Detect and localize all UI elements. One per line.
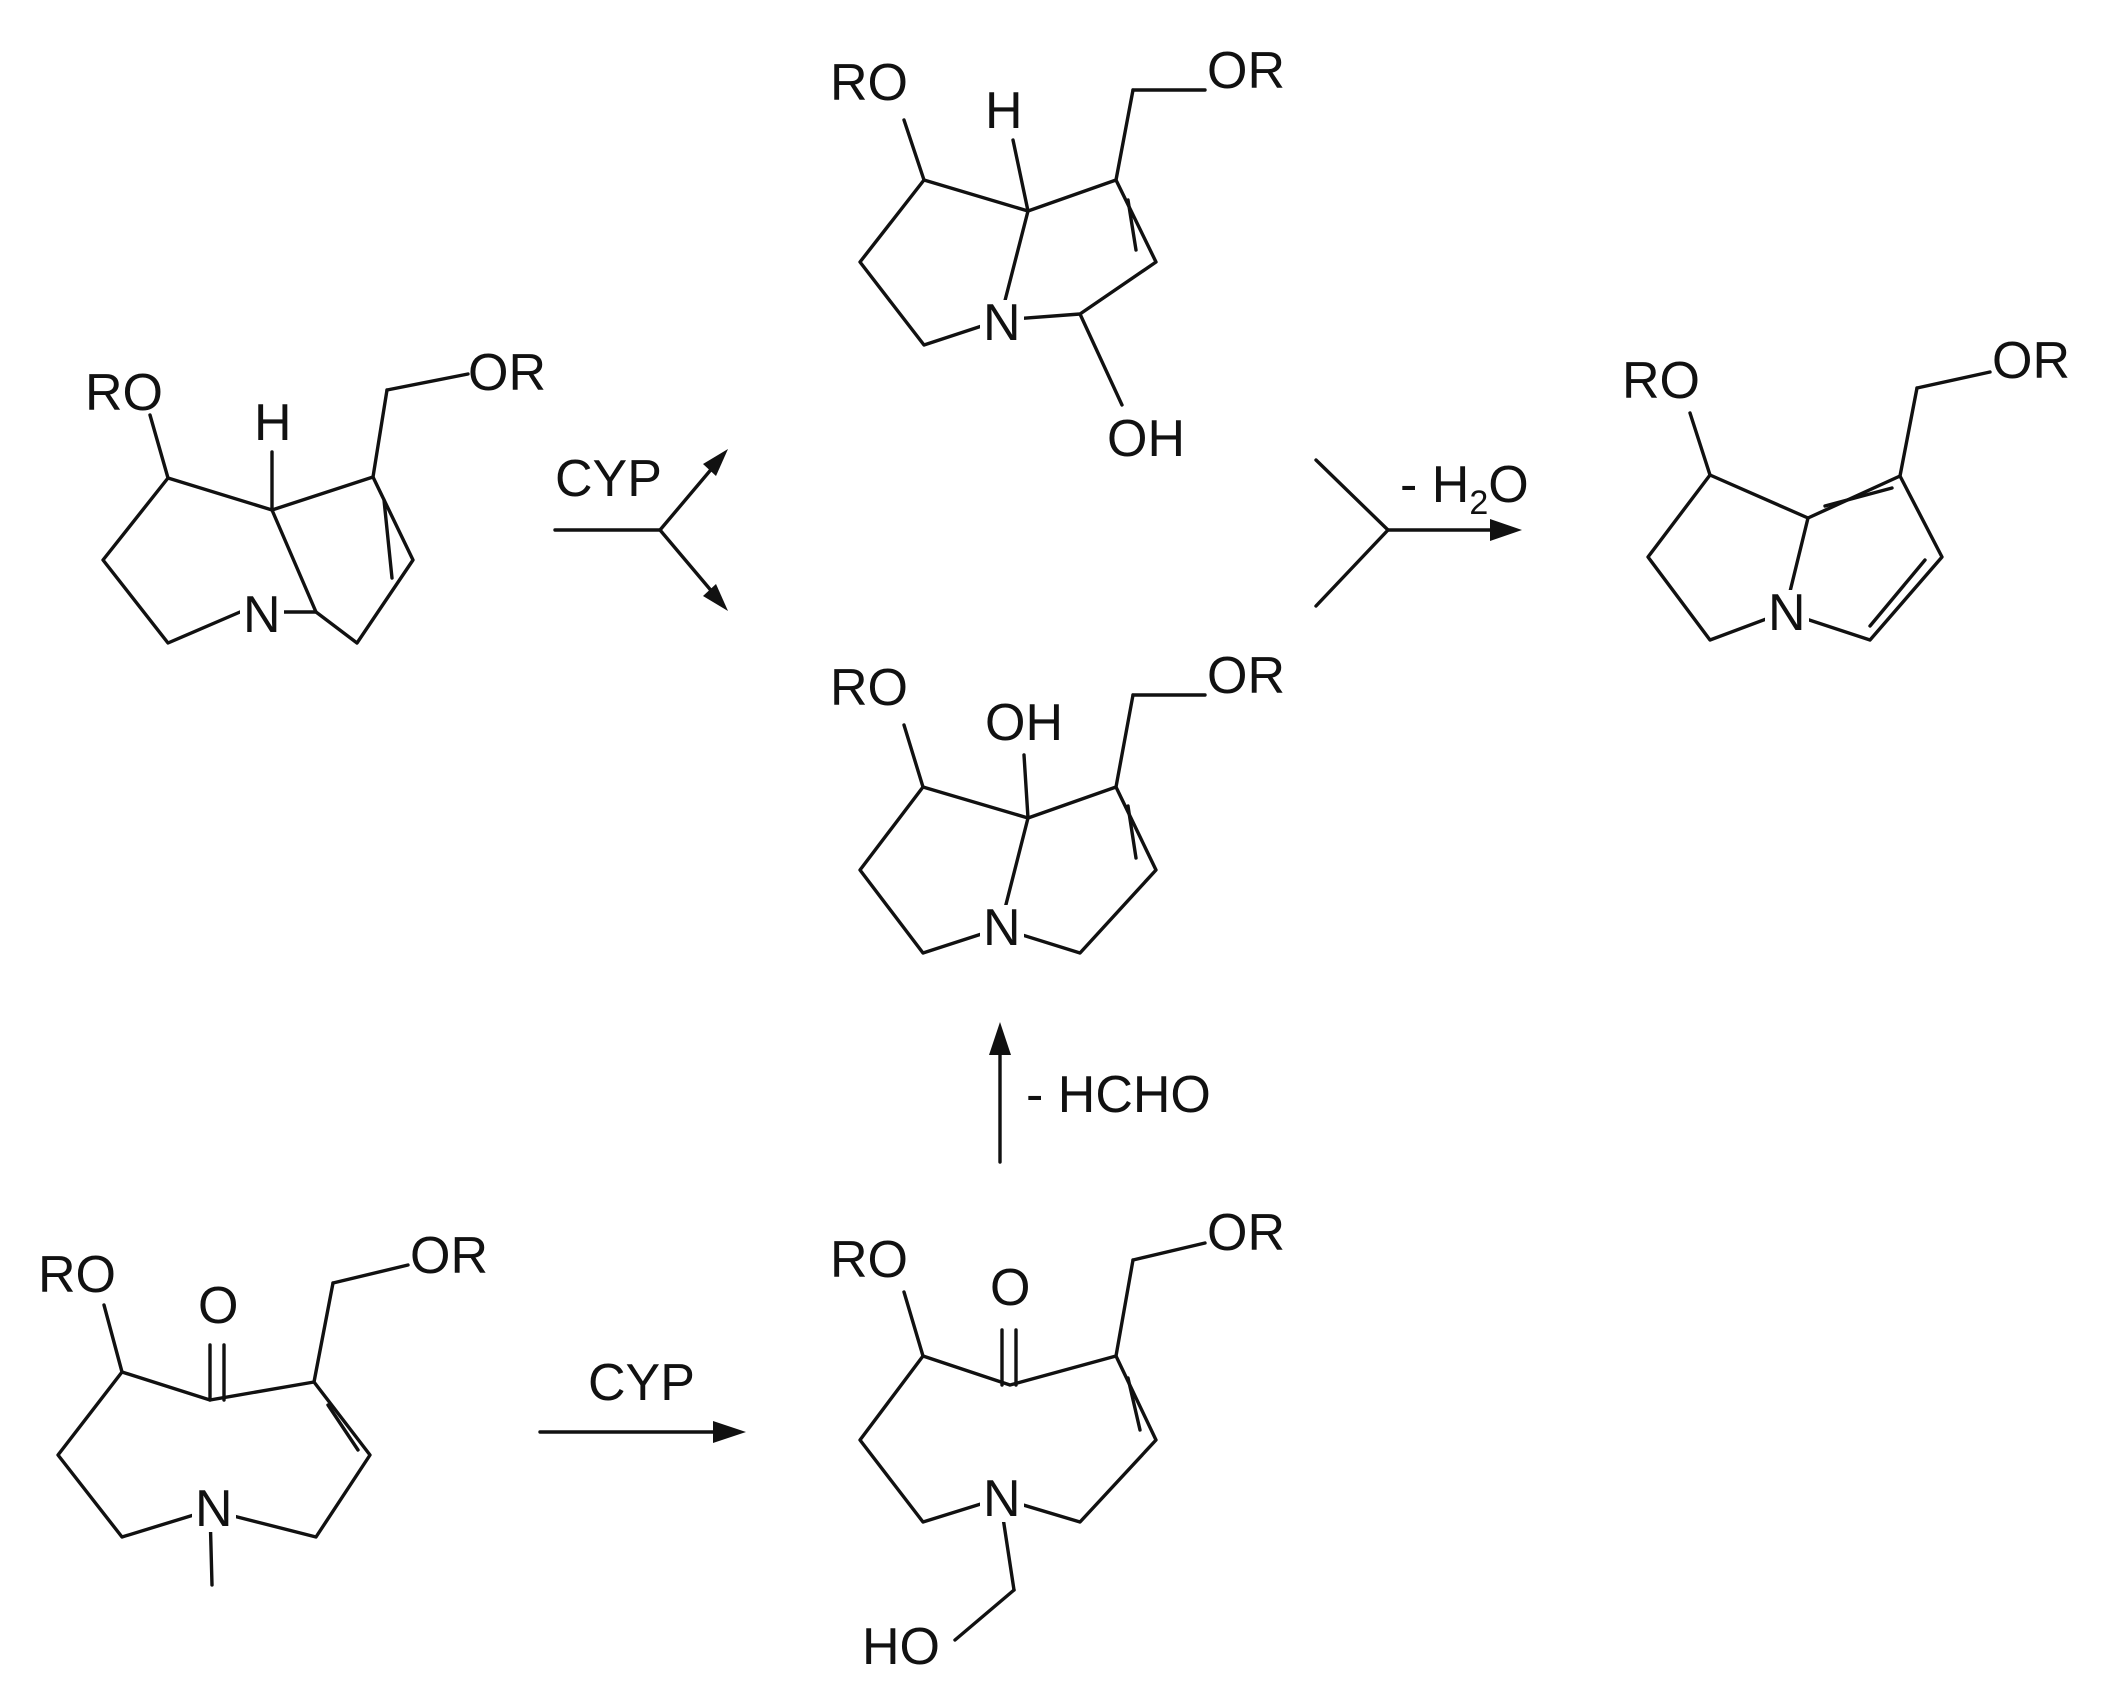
bridgehead-h-label: H bbox=[254, 394, 292, 452]
n-atom-label: N bbox=[983, 294, 1021, 352]
molecule-n-hydroxymethyl-intermediate-bonds bbox=[858, 1241, 1207, 1642]
n-atom-label: N bbox=[195, 1480, 233, 1538]
or-label: OR bbox=[468, 344, 546, 402]
water-loss-prefix: - H bbox=[1400, 456, 1469, 514]
water-loss-label: - H2O bbox=[1400, 456, 1529, 522]
n-atom-label: N bbox=[1768, 584, 1806, 642]
molecule-parent-ester: RO H N OR bbox=[85, 344, 546, 645]
n-atom-label: N bbox=[243, 586, 281, 644]
cyp-bottom-arrow: CYP bbox=[538, 1354, 746, 1443]
ho-label: HO bbox=[862, 1618, 940, 1676]
molecule-dehydro-product-bonds bbox=[1646, 370, 1992, 642]
water-loss-suffix: O bbox=[1488, 456, 1528, 514]
ro-label: RO bbox=[830, 54, 908, 112]
or-label: OR bbox=[1207, 647, 1285, 705]
ro-label: RO bbox=[85, 364, 163, 422]
cyp-label-top: CYP bbox=[555, 450, 662, 508]
ro-label: RO bbox=[38, 1246, 116, 1304]
dehydration-merge-arrow: - H2O bbox=[1314, 456, 1529, 608]
formaldehyde-loss-arrow: - HCHO bbox=[989, 1022, 1211, 1164]
molecule-8-hydroxy-intermediate-bonds bbox=[858, 693, 1207, 955]
molecule-otonecine-ester-bonds bbox=[56, 1263, 410, 1587]
ro-label: RO bbox=[1622, 352, 1700, 410]
ro-label: RO bbox=[830, 659, 908, 717]
n-atom-mask bbox=[980, 300, 1024, 346]
ketone-o-label: O bbox=[990, 1259, 1030, 1317]
water-loss-subscript: 2 bbox=[1469, 484, 1488, 522]
n-atom-label: N bbox=[983, 899, 1021, 957]
n-atom-mask bbox=[980, 1476, 1024, 1522]
formaldehyde-loss-label: - HCHO bbox=[1026, 1066, 1211, 1124]
molecule-3-hydroxy-intermediate: RO H N OR OH bbox=[830, 42, 1285, 468]
bridgehead-h-label: H bbox=[985, 82, 1023, 140]
or-label: OR bbox=[1207, 42, 1285, 100]
ketone-o-label: O bbox=[198, 1277, 238, 1335]
oh-label: OH bbox=[1107, 410, 1185, 468]
n-atom-mask bbox=[1765, 590, 1809, 636]
cyp-branch-arrow: CYP bbox=[553, 449, 728, 611]
n-atom-label: N bbox=[983, 1470, 1021, 1528]
n-atom-mask bbox=[192, 1486, 236, 1532]
molecule-otonecine-ester: RO O N OR bbox=[38, 1227, 488, 1587]
ro-label: RO bbox=[830, 1231, 908, 1289]
molecule-8-hydroxy-intermediate: RO OH N OR bbox=[830, 647, 1285, 957]
or-label: OR bbox=[1992, 332, 2070, 390]
n-atom-mask bbox=[980, 905, 1024, 951]
molecule-3-hydroxy-intermediate-bonds bbox=[858, 88, 1207, 407]
molecule-parent-ester-bonds bbox=[101, 372, 470, 645]
or-label: OR bbox=[410, 1227, 488, 1285]
hydroxy-oh-label: OH bbox=[985, 694, 1063, 752]
molecule-dehydro-product: RO N OR bbox=[1622, 332, 2070, 642]
molecule-n-hydroxymethyl-intermediate: RO O N OR HO bbox=[830, 1204, 1285, 1676]
cyp-label-bottom: CYP bbox=[588, 1354, 695, 1412]
n-atom-mask bbox=[240, 590, 284, 636]
or-label: OR bbox=[1207, 1204, 1285, 1262]
